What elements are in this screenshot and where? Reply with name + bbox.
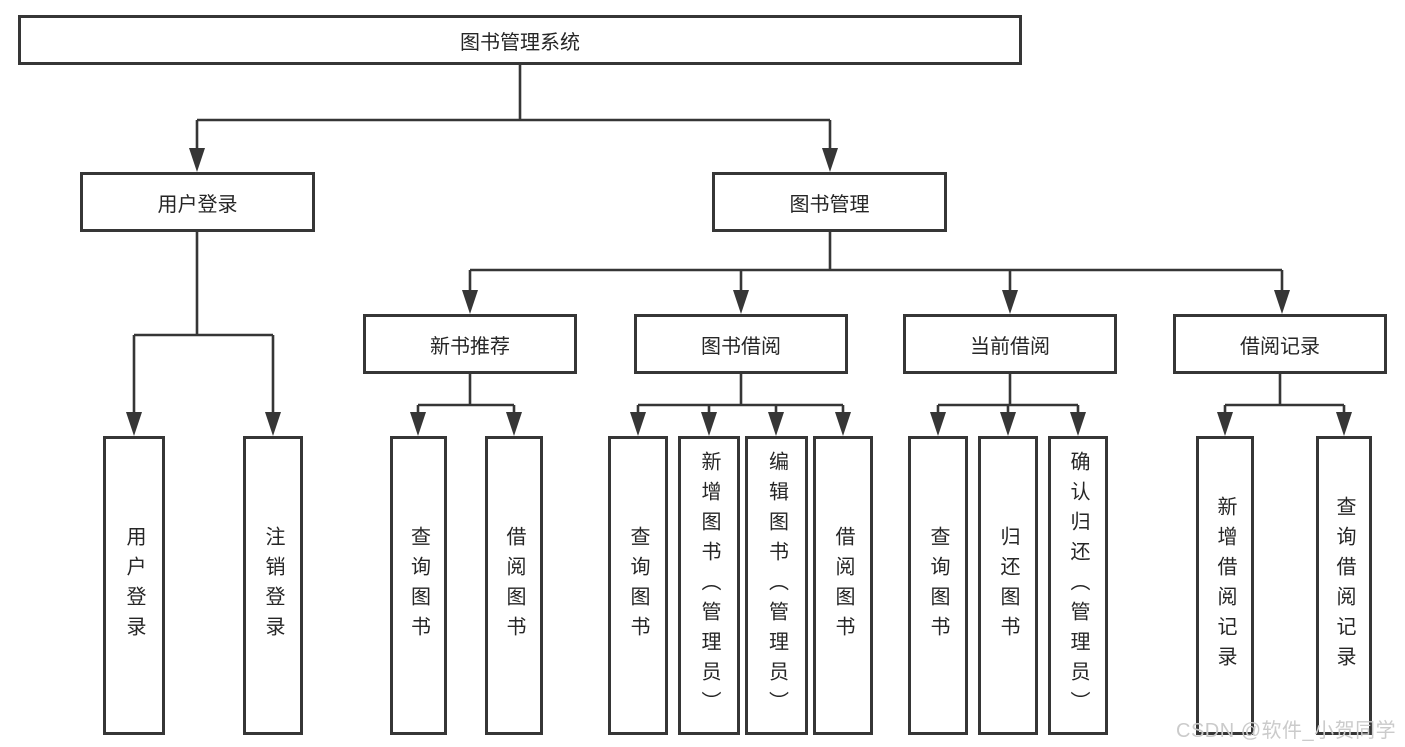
leaf-label: 归还图书 <box>997 525 1019 646</box>
leaf-label: 查询借阅记录 <box>1333 495 1355 676</box>
leaf-query-books-current: 查询图书 <box>908 436 968 735</box>
leaf-query-books-borrowing: 查询图书 <box>608 436 668 735</box>
leaf-user-login: 用户登录 <box>103 436 165 735</box>
node-current-borrowing: 当前借阅 <box>903 314 1117 374</box>
node-book-borrowing: 图书借阅 <box>634 314 848 374</box>
leaf-borrow-books: 借阅图书 <box>813 436 873 735</box>
leaf-label: 查询图书 <box>407 525 430 646</box>
leaf-label: 借阅图书 <box>503 525 525 646</box>
csdn-watermark: CSDN @软件_小贺同学 <box>1176 720 1397 742</box>
leaf-label: 查询图书 <box>927 525 949 646</box>
node-new-book-recommend: 新书推荐 <box>363 314 577 374</box>
leaf-label: 编辑图书（管理员） <box>765 450 788 721</box>
leaf-label: 用户登录 <box>123 525 145 646</box>
node-user-login: 用户登录 <box>80 172 315 232</box>
node-book-management: 图书管理 <box>712 172 947 232</box>
leaf-label: 查询图书 <box>627 525 649 646</box>
node-book-management-system: 图书管理系统 <box>18 15 1022 65</box>
node-label: 图书管理 <box>789 193 870 216</box>
leaf-confirm-return-admin: 确认归还（管理员） <box>1048 436 1108 735</box>
leaf-label: 新增借阅记录 <box>1214 495 1236 676</box>
node-label: 图书借阅 <box>701 335 781 358</box>
leaf-label: 确认归还（管理员） <box>1067 450 1089 721</box>
node-borrowing-records: 借阅记录 <box>1173 314 1387 374</box>
leaf-edit-books-admin: 编辑图书（管理员） <box>745 436 808 735</box>
node-label: 当前借阅 <box>970 335 1050 358</box>
leaf-logout: 注销登录 <box>243 436 303 735</box>
node-label: 用户登录 <box>157 193 238 216</box>
node-label: 借阅记录 <box>1240 335 1320 358</box>
leaf-label: 新增图书（管理员） <box>698 450 720 721</box>
leaf-label: 注销登录 <box>262 525 284 646</box>
leaf-add-borrow-record: 新增借阅记录 <box>1196 436 1254 735</box>
node-label: 新书推荐 <box>430 335 510 358</box>
node-label: 图书管理系统 <box>460 31 580 54</box>
leaf-borrow-books-recommend: 借阅图书 <box>485 436 543 735</box>
leaf-label: 借阅图书 <box>832 525 854 646</box>
leaf-add-books-admin: 新增图书（管理员） <box>678 436 740 735</box>
leaf-return-books: 归还图书 <box>978 436 1038 735</box>
leaf-query-borrow-record: 查询借阅记录 <box>1316 436 1372 735</box>
leaf-query-books-recommend: 查询图书 <box>390 436 447 735</box>
